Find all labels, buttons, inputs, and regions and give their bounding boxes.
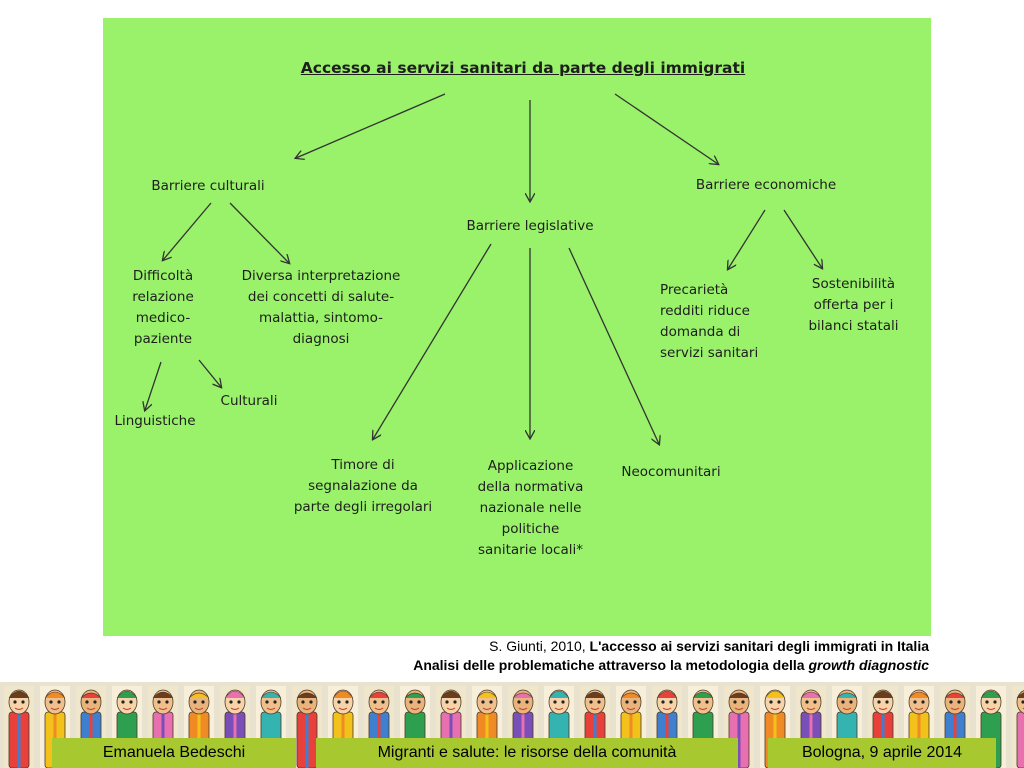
arrow-economiche-to-sostenibilita [783, 209, 822, 268]
citation-subtitle-italic: growth diagnostic [808, 657, 929, 673]
arrow-culturali-to-diversa [229, 202, 289, 263]
node-precarieta-redditi: Precarietà redditi riduce domanda di ser… [660, 282, 759, 361]
node-barriere-economiche: Barriere economiche [695, 177, 837, 193]
citation-author-year: S. Giunti, 2010, [489, 638, 590, 654]
arrow-difficolta-to-linguistiche [145, 361, 162, 410]
diagram-title: Accesso ai servizi sanitari da parte deg… [300, 59, 746, 77]
citation-line-2: Analisi delle problematiche attraverso l… [413, 656, 929, 675]
arrow-economiche-to-precarieta [728, 209, 766, 269]
footer-topic: Migranti e salute: le risorse della comu… [316, 738, 738, 768]
arrow-legislative-to-timore [373, 243, 492, 439]
node-neocomunitari: Neocomunitari [621, 464, 721, 480]
node-linguistiche: Linguistiche [114, 413, 196, 429]
node-culturali: Culturali [220, 393, 278, 409]
arrow-difficolta-to-culturali [198, 359, 221, 387]
node-timore-segnalazione: Timore di segnalazione da parte degli ir… [293, 457, 433, 515]
arrow-legislative-to-neocomunitari [568, 247, 659, 444]
node-diversa-interpretazione: Diversa interpretazione dei concetti di … [241, 268, 401, 347]
footer-author: Emanuela Bedeschi [52, 738, 296, 768]
node-difficolta-relazione: Difficoltà relazione medico- paziente [132, 268, 194, 347]
footer-date: Bologna, 9 aprile 2014 [768, 738, 996, 768]
node-applicazione-normativa: Applicazione della normativa nazionale n… [477, 458, 584, 558]
citation-subtitle: Analisi delle problematiche attraverso l… [413, 657, 809, 673]
node-barriere-legislative: Barriere legislative [466, 218, 594, 234]
citation: S. Giunti, 2010, L'accesso ai servizi sa… [413, 637, 929, 675]
node-sostenibilita-offerta: Sostenibilità offerta per i bilanci stat… [808, 276, 899, 334]
diagram-arrows [103, 93, 931, 636]
arrow-culturali-to-difficolta [163, 202, 212, 260]
citation-title: L'accesso ai servizi sanitari degli immi… [589, 638, 929, 654]
arrow-title-to-economiche [614, 93, 718, 164]
node-barriere-culturali: Barriere culturali [151, 178, 265, 194]
diagram-panel: Accesso ai servizi sanitari da parte deg… [103, 18, 931, 636]
citation-line-1: S. Giunti, 2010, L'accesso ai servizi sa… [413, 637, 929, 656]
arrow-title-to-culturali [296, 93, 446, 158]
